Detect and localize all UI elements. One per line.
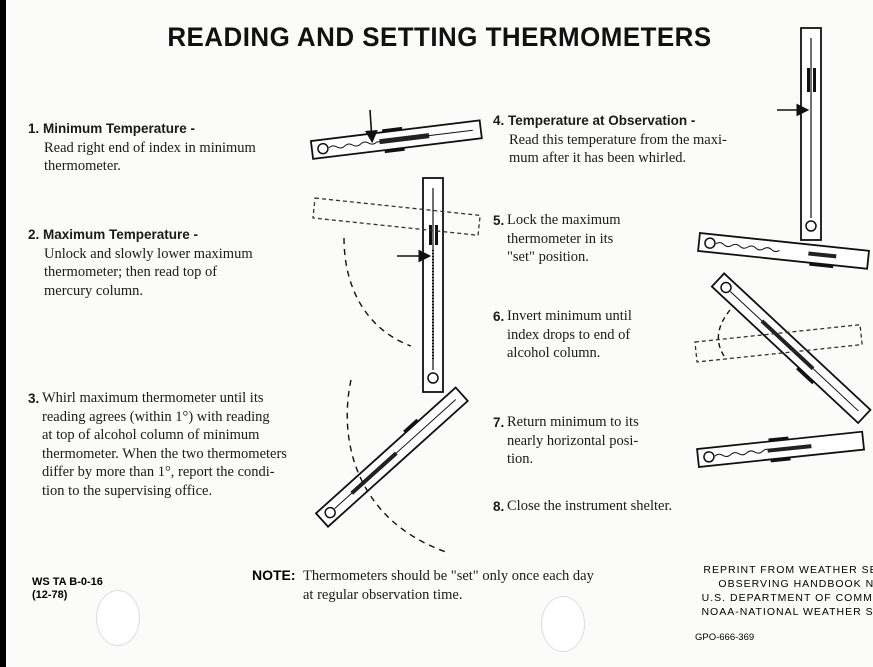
step-1: 1. Minimum Temperature - Read right end …	[28, 120, 256, 176]
step-4-text: Read this temperature from the maxi- mum…	[509, 131, 727, 167]
step-1-heading: 1. Minimum Temperature -	[28, 121, 196, 136]
dashed-arc-icon	[346, 379, 447, 553]
step-4: 4. Temperature at Observation - Read thi…	[493, 112, 727, 168]
step-4-heading: 4. Temperature at Observation -	[493, 113, 696, 128]
ghost-thermometer-icon	[694, 323, 863, 363]
step-3-number: 3.	[28, 391, 40, 406]
step-3-text: Whirl maximum thermometer until its read…	[42, 390, 287, 499]
step-2: 2. Maximum Temperature - Unlock and slow…	[28, 226, 253, 300]
step-7-text: Return minimum to its nearly horizontal …	[507, 414, 639, 467]
step-5-text: Lock the maximum thermometer in its "set…	[507, 212, 621, 265]
step-8-text: Close the instrument shelter.	[507, 498, 673, 514]
punch-hole-left	[96, 590, 140, 646]
step-2-text: Unlock and slowly lower maximum thermome…	[44, 245, 253, 299]
step-3: 3. Whirl maximum thermometer until its r…	[28, 389, 287, 500]
note-text: Thermometers should be "set" only once e…	[303, 568, 594, 603]
step-5-number: 5.	[493, 213, 505, 228]
step-7: 7. Return minimum to its nearly horizont…	[493, 413, 639, 469]
step-8: 8. Close the instrument shelter.	[493, 497, 672, 517]
inverted-minimum-thermometer-icon	[710, 272, 872, 425]
step-7-number: 7.	[493, 415, 505, 430]
thermometer-illustrations	[309, 27, 872, 553]
dashed-arc-icon	[343, 237, 412, 347]
instruction-card: READING AND SETTING THERMOMETERS 1. Mini…	[6, 0, 873, 667]
form-id: WS TA B-0-16 (12-78)	[32, 576, 103, 601]
whirled-thermometer-icon	[314, 386, 470, 528]
step-6-text: Invert minimum until index drops to end …	[507, 308, 632, 361]
ghost-thermometer-icon	[312, 197, 481, 237]
dashed-arc-icon	[717, 309, 731, 357]
punch-hole-right	[541, 596, 585, 652]
step-8-number: 8.	[493, 499, 505, 514]
set-maximum-thermometer-icon	[697, 232, 870, 270]
reprint-credit: REPRINT FROM WEATHER SERVI OBSERVING HAN…	[701, 564, 873, 618]
observation-thermometer-icon	[800, 27, 822, 241]
step-6: 6. Invert minimum until index drops to e…	[493, 307, 632, 363]
note-label: NOTE:	[252, 567, 296, 583]
maximum-thermometer-icon	[422, 177, 444, 393]
page-title: READING AND SETTING THERMOMETERS	[167, 22, 712, 52]
returned-minimum-thermometer-icon	[696, 430, 866, 468]
step-1-text: Read right end of index in minimum therm…	[44, 139, 256, 175]
step-6-number: 6.	[493, 309, 505, 324]
step-5: 5. Lock the maximum thermometer in its "…	[493, 211, 621, 267]
arrow-icon	[364, 109, 378, 144]
gpo-number: GPO-666-369	[695, 632, 755, 643]
minimum-thermometer-icon	[309, 119, 483, 160]
step-2-heading: 2. Maximum Temperature -	[28, 227, 199, 242]
